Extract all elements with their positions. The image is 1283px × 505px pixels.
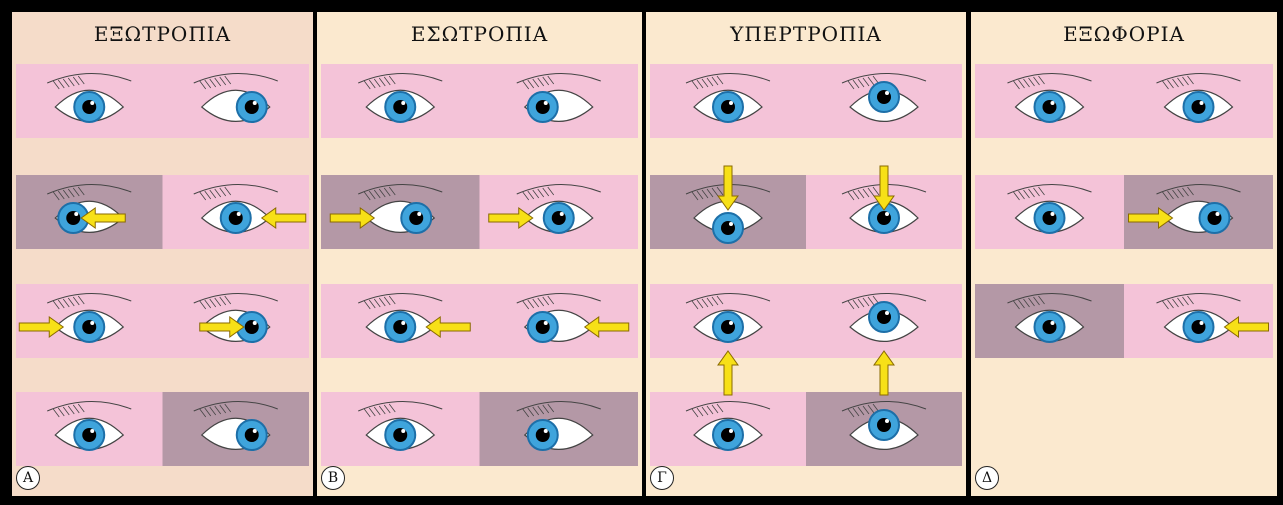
panels-container: ΕΞΩΤΡΟΠΙΑ Α ΕΣΩΤΡΟΠΙΑ Β ΥΠΕΡΤΡΟΠΙΑ Γ ΕΞΩ… [12, 12, 1277, 496]
pupil [1208, 211, 1222, 225]
eye-highlight [253, 101, 257, 105]
eye-highlight [1051, 101, 1055, 105]
panel-exophoria: ΕΞΩΦΟΡΙΑ Δ [971, 12, 1277, 496]
pupil [877, 90, 891, 104]
pupil [536, 100, 550, 114]
eye-highlight [90, 429, 94, 433]
eye-highlight [544, 429, 548, 433]
eye-grid [317, 12, 642, 496]
eye-row [650, 175, 962, 249]
eye-grid [12, 12, 313, 496]
eye-highlight [729, 321, 733, 325]
eye-row [321, 64, 638, 138]
eye-highlight [885, 91, 889, 95]
pupil [1192, 320, 1206, 334]
divider [313, 52, 316, 492]
panel-badge: Γ [650, 466, 674, 490]
face-strip [650, 284, 962, 358]
eye-highlight [729, 222, 733, 226]
eye-row [650, 64, 962, 138]
eye-row [16, 175, 309, 249]
pupil [536, 428, 550, 442]
pupil [721, 428, 735, 442]
eye-row [975, 175, 1273, 249]
divider [642, 52, 645, 492]
pupil [721, 100, 735, 114]
pupil [82, 428, 96, 442]
eye-highlight [1051, 321, 1055, 325]
pupil [245, 320, 259, 334]
eye-row [650, 284, 962, 358]
pupil [409, 211, 423, 225]
pupil [877, 310, 891, 324]
eye-highlight [544, 321, 548, 325]
face-strip [321, 64, 638, 138]
eye-grid [646, 12, 966, 496]
eye-highlight [885, 419, 889, 423]
eye-row [975, 284, 1273, 358]
pupil [721, 221, 735, 235]
eye-highlight [885, 212, 889, 216]
eye-row [16, 392, 309, 466]
pupil [82, 100, 96, 114]
pupil [1192, 100, 1206, 114]
pupil [536, 320, 550, 334]
eye-highlight [544, 101, 548, 105]
eye-highlight [1200, 101, 1204, 105]
eye-row [975, 64, 1273, 138]
eye-row [321, 175, 638, 249]
eye-row [16, 64, 309, 138]
eye-highlight [1200, 321, 1204, 325]
pupil [393, 320, 407, 334]
pupil [552, 211, 566, 225]
eye-highlight [90, 321, 94, 325]
eye-highlight [885, 311, 889, 315]
eye-row [321, 284, 638, 358]
eye-highlight [237, 212, 241, 216]
pupil [393, 100, 407, 114]
eye-highlight [1051, 212, 1055, 216]
eye-highlight [253, 321, 257, 325]
eye-highlight [74, 212, 78, 216]
eye-row [650, 392, 962, 466]
pupil [82, 320, 96, 334]
pupil [877, 211, 891, 225]
panel-badge: Δ [975, 466, 999, 490]
pupil [1043, 320, 1057, 334]
eye-highlight [253, 429, 257, 433]
eye-row [16, 284, 309, 358]
pupil [1043, 100, 1057, 114]
eye-highlight [417, 212, 421, 216]
panel-hypertropia: ΥΠΕΡΤΡΟΠΙΑ Γ [646, 12, 966, 496]
eye-highlight [401, 101, 405, 105]
pupil [877, 418, 891, 432]
face-strip [650, 64, 962, 138]
face-strip [321, 284, 638, 358]
panel-badge: Α [16, 466, 40, 490]
pupil [1043, 211, 1057, 225]
face-strip [975, 64, 1273, 138]
eye-highlight [560, 212, 564, 216]
pupil [721, 320, 735, 334]
eye-highlight [90, 101, 94, 105]
pupil [245, 100, 259, 114]
pupil [393, 428, 407, 442]
pupil [245, 428, 259, 442]
eye-highlight [729, 101, 733, 105]
eye-highlight [1216, 212, 1220, 216]
eye-highlight [729, 429, 733, 433]
panel-exotropia: ΕΞΩΤΡΟΠΙΑ Α [12, 12, 313, 496]
eye-highlight [401, 429, 405, 433]
pupil [66, 211, 80, 225]
eye-grid [971, 12, 1277, 496]
eye-highlight [401, 321, 405, 325]
panel-esotropia: ΕΣΩΤΡΟΠΙΑ Β [317, 12, 642, 496]
divider [967, 52, 970, 492]
eye-row [321, 392, 638, 466]
panel-badge: Β [321, 466, 345, 490]
pupil [229, 211, 243, 225]
